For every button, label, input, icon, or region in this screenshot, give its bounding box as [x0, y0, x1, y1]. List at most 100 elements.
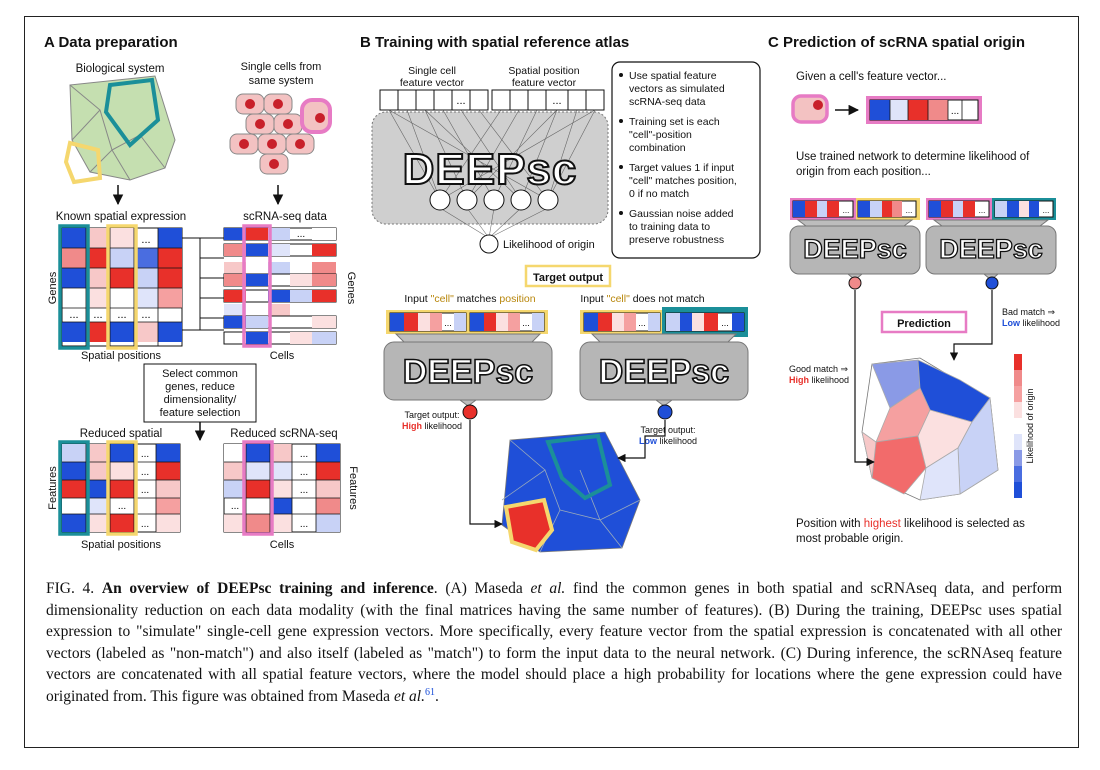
reduced-spatial-label: Reduced spatial: [80, 428, 162, 440]
note-4-line-1: Gaussian noise added: [629, 208, 734, 220]
nomatch-caption: Input "cell" does not match position: [580, 293, 743, 305]
spatial-ellipsis-3: ...: [93, 309, 102, 321]
likelihood-of-origin-label: Likelihood of origin: [503, 239, 595, 251]
bad-vec-ellipsis-1: ...: [979, 206, 986, 215]
target-output-low-label: Target output:: [640, 425, 695, 435]
high-output-node: [462, 404, 478, 420]
target-output-high-label: Target output:: [404, 410, 459, 420]
genes-label-left: Genes: [47, 271, 59, 304]
bio-system-label: Biological system: [76, 63, 165, 75]
note-4-line-3: preserve robustness: [629, 234, 724, 246]
nonmatch-vec-ellipsis-2: ...: [721, 318, 729, 328]
figure-diagram: A Data preparation Biological system Sin…: [44, 34, 1061, 553]
high-likelihood-word: likelihood: [424, 421, 462, 431]
colorbar-label: Likelihood of origin: [1025, 388, 1035, 463]
panel-b-title: B Training with spatial reference atlas: [360, 34, 629, 51]
bottom-note-prefix: Position with: [796, 518, 864, 530]
good-high-likelihood: High likelihood: [789, 375, 849, 385]
bottom-note-highest: highest: [864, 518, 902, 530]
caption-part-2: find the common genes in both spatial an…: [46, 580, 1063, 705]
select-line-2: genes, reduce: [165, 381, 235, 393]
cells-label-top: Cells: [270, 350, 295, 362]
target-output-box: [524, 264, 612, 288]
matrix-connectors: [182, 237, 224, 331]
prediction-map: [861, 357, 999, 501]
query-vector-ellipsis: ...: [951, 106, 959, 117]
spatial-ellipsis-4: ...: [117, 309, 126, 321]
bottom-note-line-2: most probable origin.: [796, 533, 903, 545]
nonmatch-input-vectors: [580, 307, 748, 337]
caption-part-1: . (A) Maseda: [433, 580, 531, 597]
position-vector-label-2: feature vector: [512, 77, 577, 89]
spatial-expression-matrix: [58, 224, 183, 350]
prediction-box: [880, 310, 968, 334]
figure-caption: FIG. 4. An overview of DEEPsc training a…: [46, 578, 1062, 707]
low-output-node: [657, 404, 673, 420]
arrow-low-to-map: [617, 420, 666, 463]
spatial-ellipsis-5: ...: [141, 309, 150, 321]
note-1-line-3: scRNA-seq data: [629, 96, 706, 108]
good-match-label: Good match ⇒: [789, 364, 849, 374]
nonmatch-vec-ellipsis-1: ...: [638, 318, 646, 328]
match-caption: Input "cell" matches position: [404, 293, 535, 305]
inference-vector-bad: [926, 198, 1056, 220]
reduced-spatial-ellipsis-1: ...: [141, 449, 149, 460]
note-2-line-3: combination: [629, 142, 686, 154]
biological-tissue-icon: [63, 75, 176, 185]
caption-fig: FIG. 4.: [46, 580, 95, 597]
arrow-bad-to-map: [949, 290, 993, 361]
arrow-good-to-map: [854, 290, 875, 467]
caption-end: .: [434, 687, 439, 705]
panel-c-title: C Prediction of scRNA spatial origin: [768, 34, 1025, 51]
reduced-spatial-ellipsis-3: ...: [141, 485, 149, 496]
reduced-scrna-ellipsis-1: ...: [300, 449, 308, 460]
deepsc-label-good: DEEPsc: [803, 234, 907, 264]
reduced-scrna-matrix: [223, 440, 341, 536]
note-3-line-1: Target values 1 if input: [629, 162, 734, 174]
select-line-1: Select common: [162, 368, 238, 380]
deepsc-box-nonmatch: [579, 333, 749, 407]
deepsc-big-label: DEEPsc: [403, 145, 578, 194]
panel-a-title: A Data preparation: [44, 34, 178, 51]
deepsc-label-bad: DEEPsc: [939, 234, 1043, 264]
bad-likelihood-word: likelihood: [1023, 318, 1061, 328]
select-line-4: feature selection: [160, 407, 241, 419]
reduced-scrna-ellipsis-4: ...: [231, 501, 239, 512]
reduced-spatial-ellipsis-5: ...: [141, 519, 149, 530]
match-prefix: Input: [404, 293, 430, 305]
deepsc-label-match: DEEPsc: [403, 353, 533, 391]
inference-vector-good: [790, 198, 920, 220]
match-mid: matches: [454, 293, 500, 305]
good-likelihood-word: likelihood: [812, 375, 850, 385]
nomatch-position-word: position: [707, 293, 743, 305]
cell-vector-ellipsis: ...: [456, 95, 465, 107]
query-feature-vector: [866, 96, 982, 124]
target-output-label: Target output: [533, 272, 603, 284]
reduced-scrna-ellipsis-3: ...: [300, 485, 308, 496]
single-cells-icon: [229, 93, 332, 175]
training-input-vectors: [379, 89, 605, 111]
deepsc-box-good: [789, 219, 921, 281]
high-word: High: [402, 421, 422, 431]
deepsc-label-nonmatch: DEEPsc: [599, 353, 729, 391]
nomatch-prefix: Input: [580, 293, 606, 305]
deepsc-box-match: [383, 333, 553, 407]
good-vec-ellipsis-2: ...: [906, 206, 913, 215]
single-cells-label-2: same system: [249, 75, 314, 87]
caption-etal-1: et al.: [530, 580, 566, 597]
bad-output-node: [985, 276, 999, 290]
single-cells-label-1: Single cells from: [241, 61, 322, 73]
scrna-ellipsis: ...: [297, 229, 305, 240]
arrow-high-to-map: [469, 420, 503, 529]
likelihood-colorbar: [1014, 354, 1022, 498]
note-1-line-1: Use spatial feature: [629, 70, 717, 82]
tissue-target-map: [501, 431, 641, 553]
note-3-line-3: 0 if no match: [629, 188, 689, 200]
prediction-label: Prediction: [897, 318, 951, 330]
query-cell-icon: [791, 94, 829, 124]
cells-label-bottom: Cells: [270, 539, 295, 551]
nomatch-mid: does not match: [630, 293, 708, 305]
high-likelihood-label: High likelihood: [402, 421, 462, 431]
note-1-line-2: vectors as simulated: [629, 83, 725, 95]
reduced-spatial-ellipsis-4: ...: [118, 501, 126, 512]
